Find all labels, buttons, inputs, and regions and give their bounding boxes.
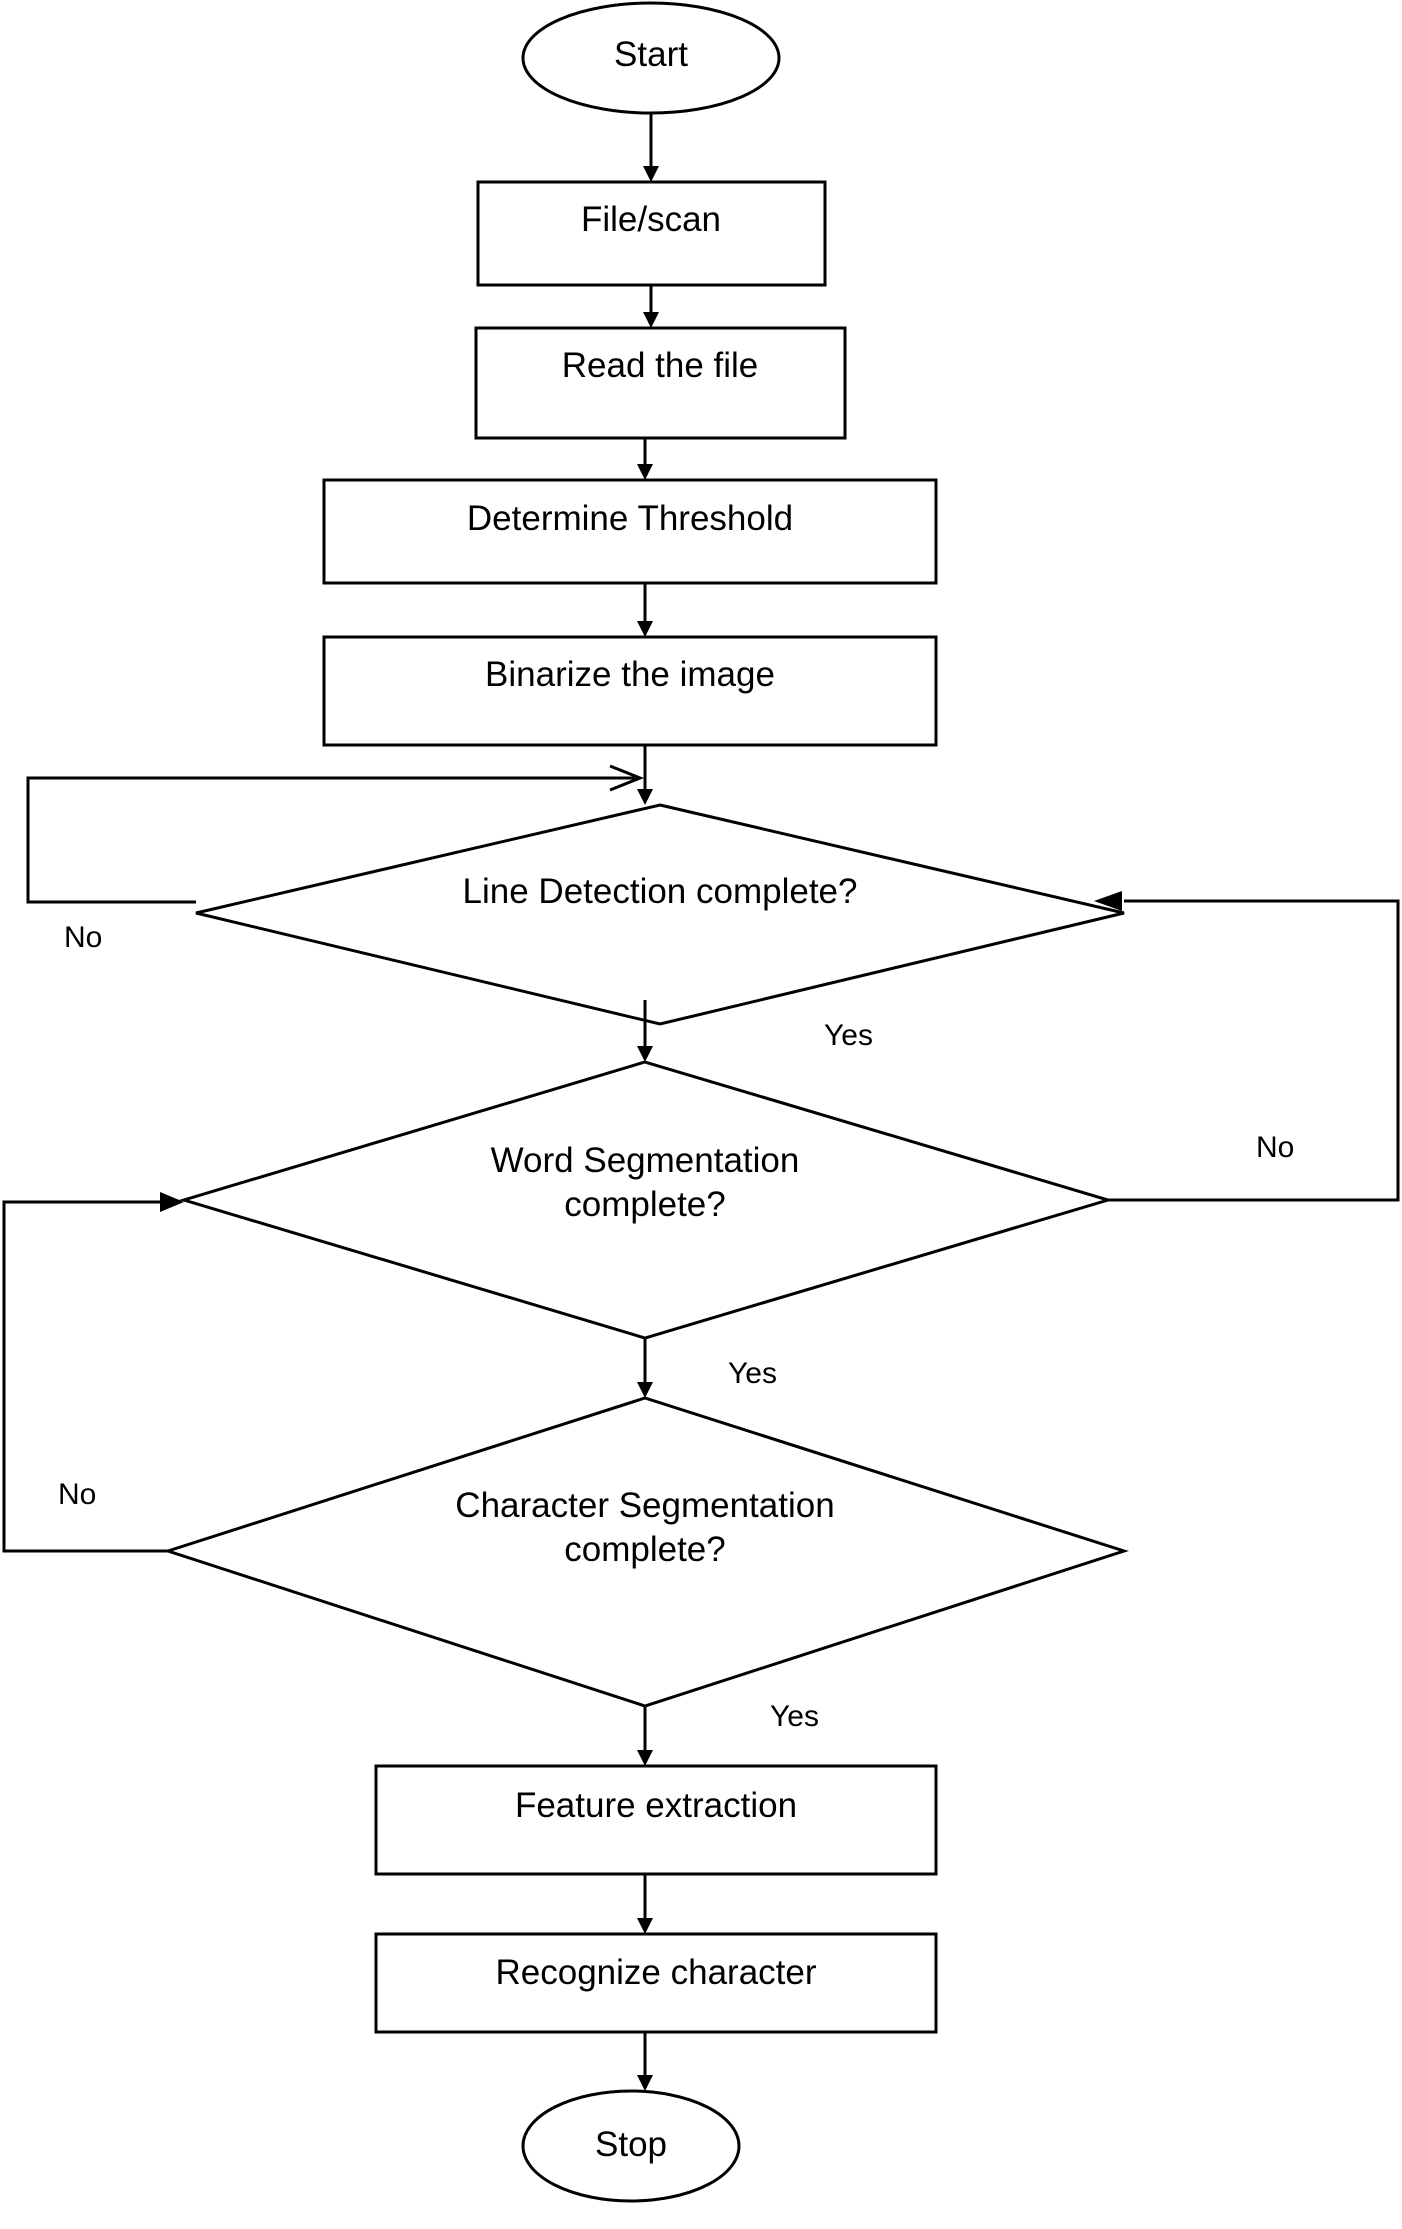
feature-extraction-box <box>374 1764 938 1876</box>
connector-char-no-loop <box>2 1200 168 1553</box>
stop-label: Stop <box>595 2125 667 2164</box>
connector-line-no-loop <box>26 776 640 904</box>
arrowhead-feature-to-recognize <box>637 1918 653 1934</box>
arrowhead-start-to-file <box>643 166 659 182</box>
char-yes-label: Yes <box>770 1700 819 1733</box>
arrowhead-word-yes <box>637 1382 653 1398</box>
arrowhead-read-to-threshold <box>637 464 653 480</box>
line-yes-label: Yes <box>824 1019 873 1052</box>
arrowhead-line-no-loop <box>609 764 645 792</box>
feature-extraction-label: Feature extraction <box>515 1786 797 1825</box>
line-detection-label: Line Detection complete? <box>463 872 858 911</box>
read-file-box <box>474 326 847 440</box>
connector-word-no-loop <box>1108 899 1400 1202</box>
binarize-box <box>322 635 938 747</box>
word-segmentation-label-line1: Word Segmentation <box>491 1141 800 1180</box>
arrowhead-file-to-read <box>643 312 659 328</box>
binarize-label: Binarize the image <box>485 655 775 694</box>
word-yes-label: Yes <box>728 1357 777 1390</box>
arrowhead-line-yes <box>637 1046 653 1062</box>
read-file-label: Read the file <box>562 346 759 385</box>
recognize-character-label: Recognize character <box>496 1953 817 1992</box>
file-scan-label: File/scan <box>581 200 721 239</box>
character-segmentation-label-line1: Character Segmentation <box>455 1486 834 1525</box>
recognize-character-box <box>374 1932 938 2034</box>
arrowhead-char-yes <box>637 1750 653 1766</box>
line-no-label: No <box>64 921 102 954</box>
arrowhead-binarize-to-line-detection <box>637 789 653 805</box>
determine-threshold-label: Determine Threshold <box>467 499 793 538</box>
word-segmentation-label-line2: complete? <box>564 1185 725 1224</box>
determine-threshold-box <box>322 478 938 585</box>
arrowhead-recognize-to-stop <box>637 2075 653 2091</box>
character-segmentation-label-line2: complete? <box>564 1530 725 1569</box>
file-scan-box <box>476 180 827 287</box>
line-detection-decision <box>195 803 1125 1026</box>
arrowhead-word-no-loop <box>1094 891 1122 911</box>
word-no-label: No <box>1256 1131 1294 1164</box>
arrowhead-char-no-loop <box>160 1192 184 1212</box>
start-label: Start <box>614 35 688 74</box>
stop-node <box>521 2089 741 2203</box>
arrowhead-threshold-to-binarize <box>637 621 653 637</box>
char-no-label: No <box>58 1478 96 1511</box>
